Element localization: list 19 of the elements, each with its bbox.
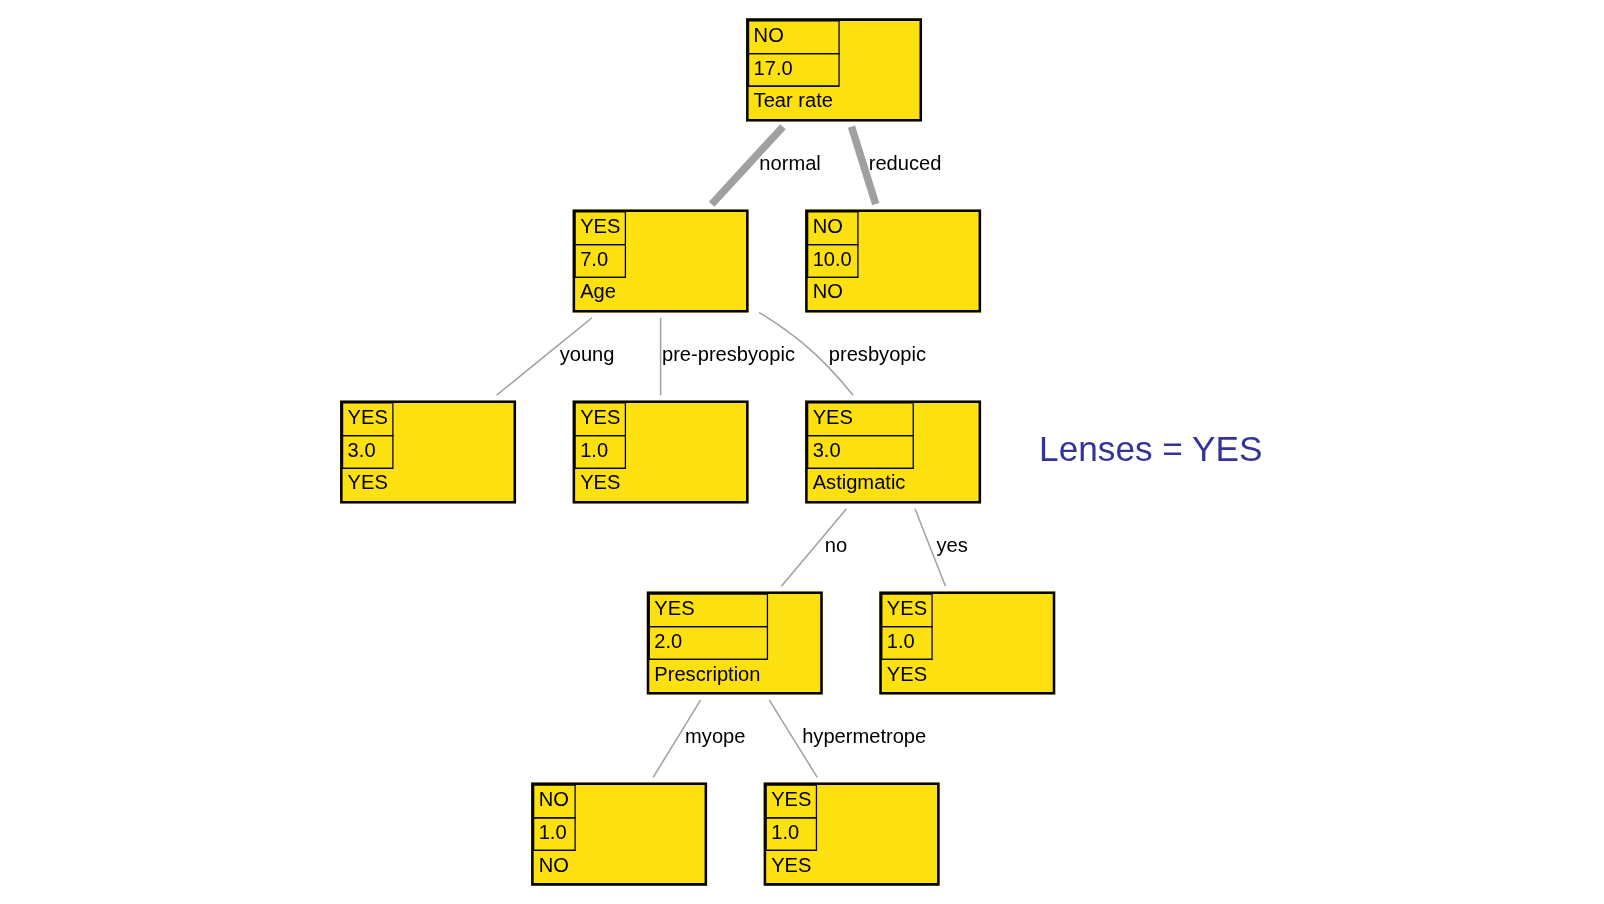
edge-label: no bbox=[824, 534, 848, 557]
edge-label: presbyopic bbox=[828, 343, 927, 366]
connector bbox=[768, 699, 818, 779]
connector bbox=[780, 508, 848, 588]
connector bbox=[495, 317, 593, 396]
connector bbox=[914, 508, 947, 588]
connector bbox=[659, 317, 662, 396]
connector bbox=[708, 124, 786, 207]
connector bbox=[758, 311, 854, 397]
edge-label: reduced bbox=[868, 152, 942, 175]
edge-label: normal bbox=[759, 152, 821, 175]
edge-label: yes bbox=[936, 534, 968, 557]
edge-label: myope bbox=[685, 725, 746, 748]
edge-label: hypermetrope bbox=[802, 725, 927, 748]
connector bbox=[847, 125, 880, 206]
edge-label: young bbox=[559, 343, 615, 366]
connector bbox=[652, 699, 702, 779]
edge-label: pre-presbyopic bbox=[661, 343, 795, 366]
label: Lenses = YES bbox=[1039, 428, 1263, 468]
